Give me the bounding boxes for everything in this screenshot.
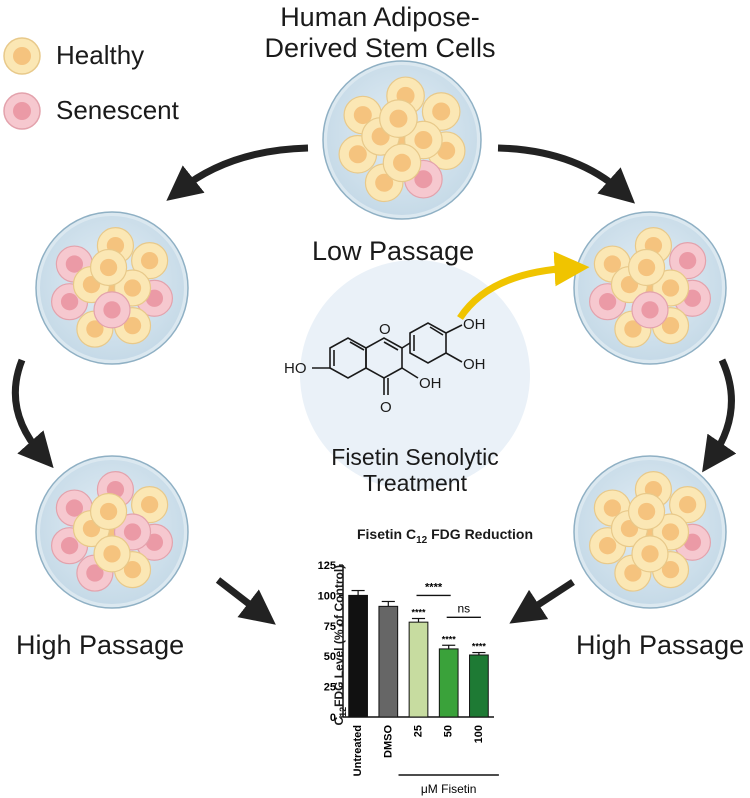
treatment-arrow — [457, 251, 590, 320]
bar — [408, 621, 429, 718]
y-tick-label: 100 — [318, 590, 336, 602]
molecule-oh-3: OH — [419, 375, 442, 392]
bar — [438, 648, 459, 718]
petri-dish-low-passage — [322, 60, 482, 220]
legend-senescent-icon — [3, 92, 41, 130]
healthy-cell — [379, 99, 418, 138]
x-tick-label: 25 — [413, 725, 425, 737]
chart-y-axis-label: C12FDG Level (% of Control) — [332, 550, 348, 740]
healthy-cell — [631, 535, 669, 573]
legend-healthy-label: Healthy — [56, 40, 145, 70]
healthy-cell — [669, 486, 707, 524]
ylabel-end: FDG Level (% of Control) — [331, 564, 346, 707]
x-tick-label: DMSO — [382, 725, 394, 758]
arrow-right-down — [702, 358, 737, 473]
ylabel-main: C — [331, 716, 346, 726]
bar — [348, 594, 368, 718]
healthy-cell — [89, 248, 128, 287]
treatment-background — [300, 260, 530, 490]
high-passage-left-label: High Passage — [16, 630, 185, 660]
comparison-label: ns — [457, 601, 470, 615]
y-tick-label: 125 — [318, 560, 336, 572]
arrow-top-to-left — [166, 144, 309, 201]
low-passage-label: Low Passage — [312, 236, 475, 266]
ylabel-sub: 12 — [338, 706, 349, 717]
legend-senescent-label: Senescent — [56, 95, 179, 125]
arrow-left-down — [11, 358, 54, 469]
arrow-left-to-chart — [215, 577, 276, 625]
y-tick-label: 50 — [324, 651, 336, 663]
bar — [378, 605, 399, 718]
arrow-right-to-chart — [509, 579, 575, 624]
high-passage-right-label: High Passage — [576, 630, 745, 660]
x-tick-label: 100 — [473, 725, 485, 743]
chart-title: Fisetin C12 FDG Reduction — [330, 526, 560, 546]
senescent-cell — [631, 291, 669, 329]
treatment-line-2: Treatment — [363, 470, 467, 497]
y-tick-label: 75 — [324, 621, 336, 633]
healthy-cell — [382, 143, 422, 183]
arrow-top-to-right — [497, 144, 636, 204]
healthy-cell — [421, 92, 461, 131]
treatment-label: Fisetin Senolytic Treatment — [305, 444, 525, 497]
molecule-oh-right: OH — [463, 356, 486, 373]
healthy-cell — [89, 492, 128, 531]
molecule-ho-left: HO — [284, 360, 307, 377]
significance-label: **** — [442, 634, 457, 644]
y-tick-label: 25 — [324, 682, 336, 694]
diagram-title: Human Adipose- Derived Stem Cells — [220, 2, 540, 64]
molecule-o-ring: O — [379, 321, 391, 338]
treatment-line-1: Fisetin Senolytic — [331, 444, 499, 470]
legend-healthy-icon — [3, 37, 41, 75]
y-tick-label: 0 — [330, 712, 336, 724]
fisetin-molecule — [312, 322, 463, 395]
chart-title-sub: 12 — [416, 534, 428, 546]
healthy-cell — [627, 492, 666, 531]
senescent-cell — [93, 291, 131, 329]
x-tick-label: 50 — [443, 725, 455, 737]
title-line-1: Human Adipose- — [280, 2, 480, 32]
petri-dish-mid-right — [573, 211, 727, 365]
molecule-oh-top: OH — [463, 316, 486, 333]
petri-dish-high-passage-left — [35, 455, 189, 609]
title-line-2: Derived Stem Cells — [264, 33, 496, 64]
healthy-cell — [93, 535, 131, 573]
x-group-label: μM Fisetin — [421, 782, 477, 796]
significance-label: **** — [472, 642, 487, 652]
significance-label: **** — [411, 608, 426, 618]
healthy-cell — [131, 242, 169, 280]
healthy-cell — [131, 486, 169, 524]
senescent-cell — [669, 242, 707, 280]
molecule-o-keto: O — [380, 399, 392, 416]
petri-dish-mid-left — [35, 211, 189, 365]
bar — [469, 654, 489, 718]
comparison-label: **** — [425, 581, 443, 593]
x-tick-label: Untreated — [352, 725, 364, 776]
healthy-cell — [627, 248, 666, 287]
chart-title-end: FDG Reduction — [431, 526, 534, 542]
chart-title-main: Fisetin C — [356, 526, 417, 542]
petri-dish-high-passage-right — [573, 455, 727, 609]
